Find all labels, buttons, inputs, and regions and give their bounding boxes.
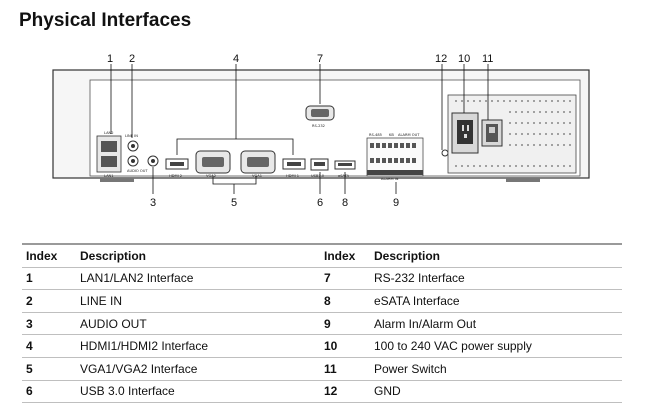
hdmi2-label: HDMI 2 (169, 174, 182, 178)
esata-label: eSATA (338, 174, 350, 178)
callout-4: 4 (233, 53, 239, 65)
index-cell: 5 (22, 356, 76, 381)
table-row: 6 USB 3.0 Interface 12 GND (22, 379, 622, 404)
index-cell: 4 (22, 334, 76, 358)
callout-11: 11 (482, 53, 493, 65)
description-cell: RS-232 Interface (370, 266, 622, 291)
table-row: 1 LAN1/LAN2 Interface 7 RS-232 Interface (22, 266, 622, 291)
alarm-out-label: ALARM OUT (398, 133, 420, 137)
alarm-terminal: RS-485 KB ALARM OUT ALARM IN (366, 133, 424, 181)
usb-esata-ports: USB3.0 eSATA (310, 158, 356, 178)
table-row: 2 LINE IN 8 eSATA Interface (22, 289, 622, 313)
description-cell: VGA1/VGA2 Interface (76, 356, 320, 381)
rs232-port: RS-232 (305, 105, 335, 128)
usb-label: USB3.0 (311, 174, 325, 178)
description-cell: Alarm In/Alarm Out (370, 311, 622, 336)
power-supply (447, 94, 577, 174)
rs485-label: RS-485 (369, 133, 382, 137)
header-description-1: Description (76, 242, 320, 268)
index-cell: 11 (320, 356, 370, 381)
index-cell: 6 (22, 379, 76, 404)
vga2-label: VGA2 (206, 174, 216, 178)
index-cell: 10 (320, 334, 370, 358)
header-index-2: Index (320, 242, 370, 268)
audio-out-label: AUDIO OUT (127, 169, 148, 173)
description-cell: GND (370, 379, 622, 404)
interface-table: Index Description Index Description 1 LA… (22, 242, 622, 404)
callout-numbers: 1 2 3 4 5 6 7 8 9 10 11 12 (107, 53, 493, 209)
callout-2: 2 (129, 53, 135, 65)
table-row: 5 VGA1/VGA2 Interface 11 Power Switch (22, 356, 622, 381)
index-cell: 8 (320, 289, 370, 313)
callout-8: 8 (342, 197, 348, 209)
index-cell: 2 (22, 289, 76, 313)
description-cell: LAN1/LAN2 Interface (76, 266, 320, 291)
vga1-label: VGA1 (252, 174, 262, 178)
callout-9: 9 (393, 197, 399, 209)
video-ports: HDMI 2 VGA2 VGA1 HDMI 1 (165, 150, 306, 178)
index-cell: 9 (320, 311, 370, 336)
description-cell: 100 to 240 VAC power supply (370, 334, 622, 358)
callout-5: 5 (231, 197, 237, 209)
table-header-row: Index Description Index Description (22, 242, 622, 268)
page-title: Physical Interfaces (19, 10, 192, 31)
rear-panel-diagram: LAN2 LAN1 LINE IN AUDIO OUT HDMI 2 VGA2 … (52, 53, 590, 209)
index-cell: 12 (320, 379, 370, 404)
callout-12: 12 (435, 53, 447, 65)
callout-6: 6 (317, 197, 323, 209)
gnd-screw (441, 149, 449, 157)
rs232-label: RS-232 (312, 124, 325, 128)
index-cell: 3 (22, 311, 76, 336)
header-index-1: Index (22, 242, 76, 268)
callout-1: 1 (107, 53, 113, 65)
table-row: 3 AUDIO OUT 9 Alarm In/Alarm Out (22, 311, 622, 336)
hdmi1-label: HDMI 1 (286, 174, 299, 178)
index-cell: 1 (22, 266, 76, 291)
callout-lines (110, 64, 489, 194)
callout-7: 7 (317, 53, 323, 65)
description-cell: HDMI1/HDMI2 Interface (76, 334, 320, 358)
chassis-foot-left (100, 178, 134, 182)
index-cell: 7 (320, 266, 370, 291)
callout-10: 10 (458, 53, 470, 65)
header-description-2: Description (370, 242, 622, 268)
kb-label: KB (389, 133, 394, 137)
alarm-in-label: ALARM IN (381, 177, 399, 181)
description-cell: AUDIO OUT (76, 311, 320, 336)
lan-ports: LAN2 LAN1 (96, 131, 122, 178)
description-cell: LINE IN (76, 289, 320, 313)
table-row: 4 HDMI1/HDMI2 Interface 10 100 to 240 VA… (22, 334, 622, 358)
description-cell: eSATA Interface (370, 289, 622, 313)
description-cell: USB 3.0 Interface (76, 379, 320, 404)
description-cell: Power Switch (370, 356, 622, 381)
chassis-foot-right (506, 178, 540, 182)
callout-3: 3 (150, 197, 156, 209)
lan1-label: LAN1 (104, 174, 114, 178)
lan2-label: LAN2 (104, 131, 114, 135)
